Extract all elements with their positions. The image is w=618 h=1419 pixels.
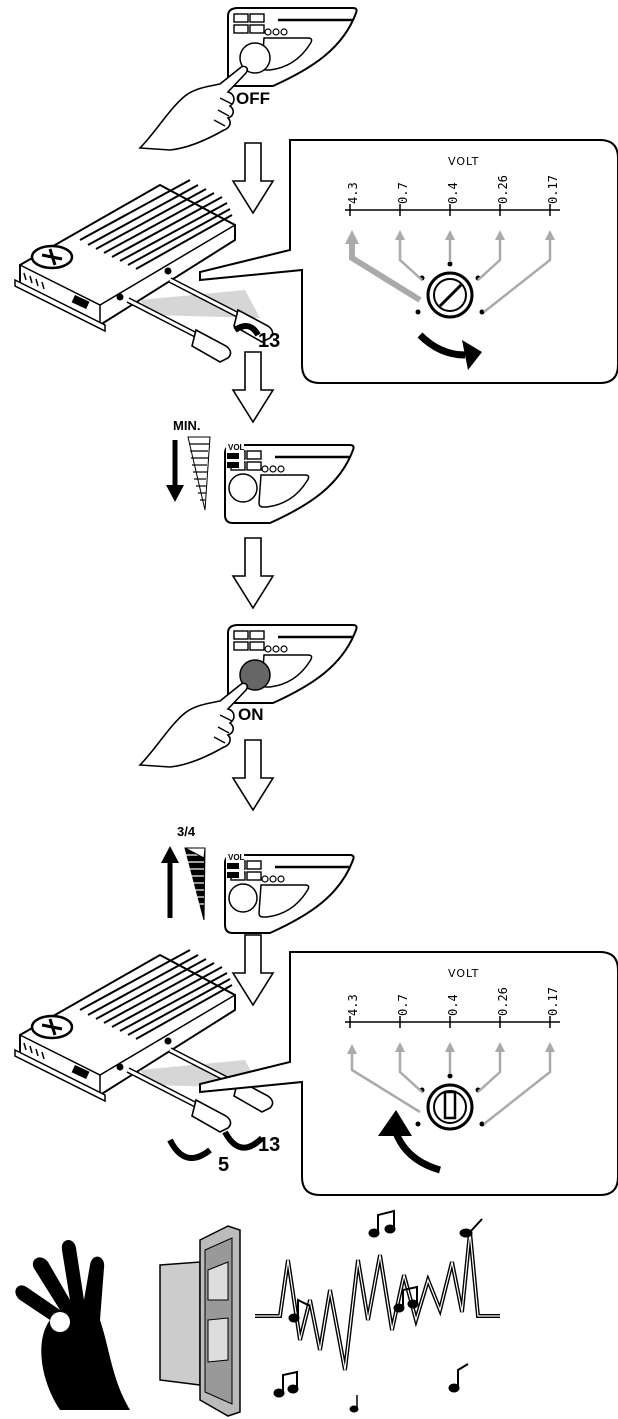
volt-tick: 0.7 bbox=[396, 182, 410, 204]
volt-tick: 0.26 bbox=[496, 987, 510, 1016]
screw-right-label: 13 bbox=[258, 330, 280, 352]
volume-bar-icon bbox=[188, 437, 210, 510]
turn-arrow-icon bbox=[170, 1132, 262, 1158]
volt-tick: 4.3 bbox=[346, 994, 360, 1016]
down-arrow-solid-icon bbox=[166, 440, 184, 502]
volt-title: VOLT bbox=[448, 155, 479, 168]
volt-tick: 0.26 bbox=[496, 175, 510, 204]
volt-tick: 0.17 bbox=[546, 987, 560, 1016]
ok-hand-icon bbox=[15, 1240, 130, 1410]
down-arrow-icon bbox=[233, 935, 273, 1005]
down-arrow-icon bbox=[233, 740, 273, 810]
down-arrow-icon bbox=[233, 143, 273, 213]
three-quarter-label: 3/4 bbox=[177, 824, 196, 839]
volume-bar-icon bbox=[185, 848, 205, 920]
hand-press-icon bbox=[140, 66, 247, 150]
screw-right-label: 13 bbox=[258, 1134, 280, 1156]
off-label: OFF bbox=[236, 89, 270, 108]
headunit-vol: VOL bbox=[225, 850, 354, 933]
volt-tick: 0.17 bbox=[546, 175, 560, 204]
volt-tick: 0.7 bbox=[396, 994, 410, 1016]
volt-title: VOLT bbox=[448, 967, 479, 980]
hand-press-icon bbox=[140, 683, 247, 767]
headunit-off bbox=[228, 8, 357, 86]
sound-wave-icon bbox=[255, 1232, 500, 1370]
down-arrow-icon bbox=[233, 538, 273, 608]
vol-label: VOL bbox=[228, 853, 245, 862]
on-label: ON bbox=[238, 705, 264, 724]
screw-left-label: 5 bbox=[218, 1154, 229, 1176]
vol-label: VOL bbox=[228, 443, 245, 452]
volt-tick: 4.3 bbox=[346, 182, 360, 204]
volt-tick: 0.4 bbox=[446, 182, 460, 204]
headunit-on bbox=[228, 625, 357, 703]
min-label: MIN. bbox=[173, 418, 200, 433]
speaker-icon bbox=[160, 1226, 240, 1416]
down-arrow-icon bbox=[233, 352, 273, 422]
headunit-vol: VOL bbox=[225, 440, 354, 523]
volt-tick: 0.4 bbox=[446, 994, 460, 1016]
up-arrow-solid-icon bbox=[161, 846, 179, 918]
